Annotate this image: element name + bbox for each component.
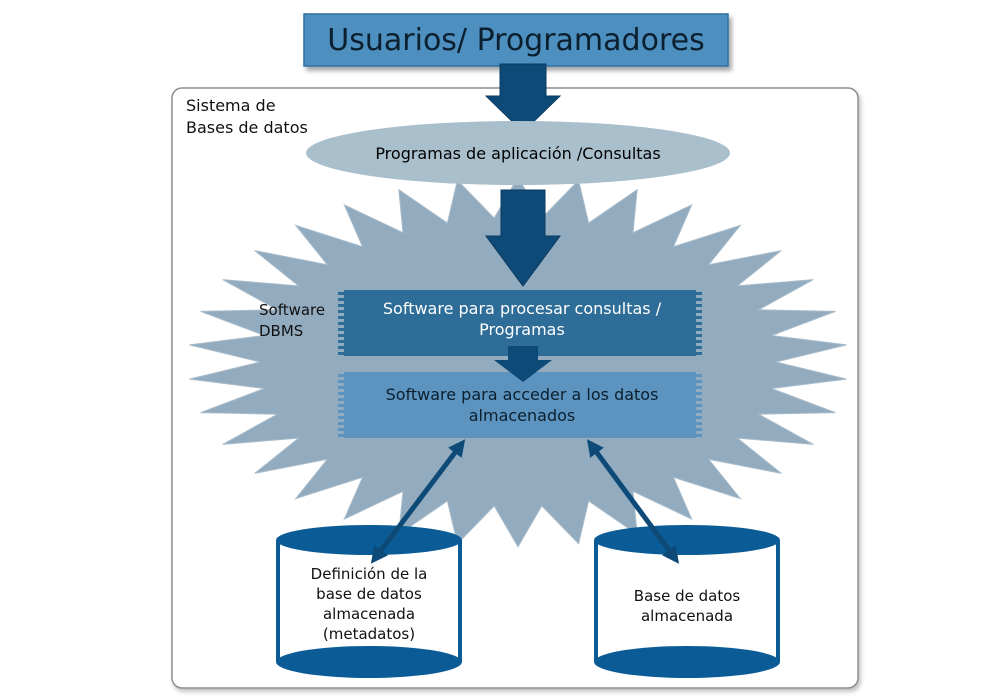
band-edge-tick: [338, 322, 344, 325]
arrow-query-to-access: [494, 346, 552, 382]
dbms-label: Software DBMS: [259, 301, 326, 340]
band-edge-tick: [338, 380, 344, 383]
query-band-edge: [338, 292, 702, 355]
band-edge-tick: [338, 292, 344, 295]
band-edge-tick: [338, 298, 344, 301]
band-edge-tick: [696, 346, 702, 349]
band-edge-tick: [338, 340, 344, 343]
band-edge-tick: [696, 386, 702, 389]
band-edge-tick: [696, 334, 702, 337]
band-edge-tick: [696, 340, 702, 343]
band-edge-tick: [696, 352, 702, 355]
system-label: Sistema de Bases de datos: [186, 96, 308, 137]
band-edge-tick: [696, 416, 702, 419]
band-edge-tick: [696, 392, 702, 395]
arrow-users-to-programs: [484, 63, 562, 133]
arrow-access-data: [586, 439, 680, 564]
users-programmers-title: Usuarios/ Programadores: [327, 22, 705, 58]
band-edge-tick: [338, 398, 344, 401]
band-edge-tick: [696, 404, 702, 407]
arrow-access-metadata: [370, 439, 466, 564]
band-edge-tick: [696, 298, 702, 301]
programs-ellipse: [306, 121, 730, 185]
band-edge-tick: [696, 380, 702, 383]
band-edge-tick: [338, 334, 344, 337]
app-programs-label: Programas de aplicación /Consultas: [375, 143, 661, 163]
band-edge-tick: [338, 428, 344, 431]
band-edge-tick: [696, 304, 702, 307]
band-edge-tick: [338, 392, 344, 395]
band-edge-tick: [338, 346, 344, 349]
band-edge-tick: [696, 422, 702, 425]
band-edge-tick: [696, 292, 702, 295]
access-software-band: [344, 372, 696, 438]
band-edge-tick: [338, 410, 344, 413]
band-edge-tick: [338, 304, 344, 307]
band-edge-tick: [338, 328, 344, 331]
query-software-label: Software para procesar consultas / Progr…: [382, 299, 662, 339]
band-edge-tick: [338, 434, 344, 437]
band-edge-tick: [696, 410, 702, 413]
band-edge-tick: [338, 310, 344, 313]
band-edge-tick: [696, 316, 702, 319]
band-edge-tick: [696, 328, 702, 331]
arrow-programs-to-dbms: [485, 189, 561, 287]
band-edge-tick: [696, 374, 702, 377]
band-edge-tick: [338, 416, 344, 419]
band-edge-tick: [338, 352, 344, 355]
data-store-label: Base de datos almacenada: [633, 587, 741, 625]
band-edge-tick: [696, 434, 702, 437]
band-edge-tick: [696, 322, 702, 325]
query-software-band: [344, 290, 696, 356]
band-edge-tick: [338, 422, 344, 425]
access-software-label: Software para acceder a los datos almace…: [385, 385, 659, 425]
band-edge-tick: [338, 316, 344, 319]
band-edge-tick: [696, 310, 702, 313]
metadata-store-label: Definición de la base de datos almacenad…: [310, 565, 428, 643]
title-box: [303, 13, 729, 67]
band-edge-tick: [338, 404, 344, 407]
band-edge-tick: [338, 386, 344, 389]
band-edge-tick: [696, 428, 702, 431]
access-band-edge: [338, 374, 702, 437]
band-edge-tick: [696, 398, 702, 401]
band-edge-tick: [338, 374, 344, 377]
